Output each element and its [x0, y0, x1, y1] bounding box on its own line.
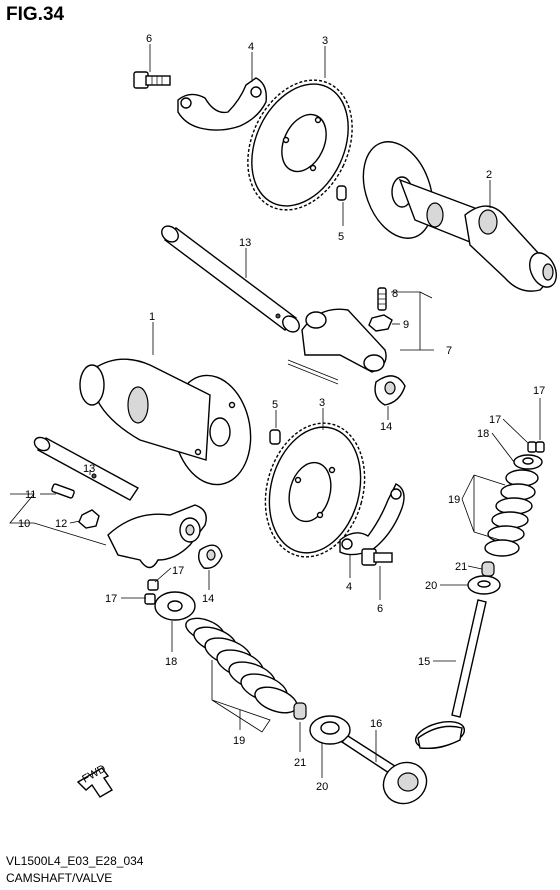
callout-17-lower-top: 17: [172, 565, 184, 577]
dowel-pin-part-5-lower: [269, 429, 281, 445]
rocker-shaft-part-13-upper: [161, 225, 300, 333]
callout-19-lower: 19: [233, 735, 245, 747]
valve-cotter-part-17-lower: [144, 579, 159, 605]
spring-seat-part-20-lower: [309, 715, 351, 745]
valve-spring-part-19-right: [484, 469, 539, 557]
retainer-plate-part-4-upper: [177, 77, 267, 131]
bolt-part-6-lower: [361, 548, 393, 566]
bolt-part-6-upper: [133, 71, 171, 89]
cam-sprocket-part-3-upper: [247, 79, 353, 211]
callout-8: 8: [392, 288, 398, 300]
callout-2: 2: [486, 169, 492, 181]
rocker-arm-part-10-lower: [107, 504, 207, 569]
camshaft-part-1: [79, 358, 252, 486]
callout-10: 10: [18, 518, 30, 530]
valve-spring-part-19-lower: [185, 617, 298, 714]
callout-3-lower: 3: [319, 397, 325, 409]
callout-3-upper: 3: [322, 35, 328, 47]
leader-lines: [9, 44, 541, 778]
spring-retainer-part-18-right: [513, 454, 543, 470]
callout-21-right: 21: [455, 561, 467, 573]
callout-5-upper: 5: [338, 231, 344, 243]
exploded-parts-diagram: FWD: [9, 33, 557, 805]
callout-11: 11: [25, 489, 36, 501]
callout-14-lower: 14: [202, 593, 214, 605]
adjusting-screw-part-11: [51, 483, 75, 499]
lock-nut-part-12: [78, 509, 100, 529]
callout-6-upper: 6: [146, 33, 152, 45]
rocker-shaft-part-13-lower: [33, 436, 140, 501]
model-code: VL1500L4_E03_E28_034: [6, 854, 144, 868]
callout-18-lower: 18: [165, 656, 177, 668]
lock-nut-part-9: [368, 314, 393, 332]
callout-12: 12: [55, 518, 67, 530]
intake-valve-part-15: [414, 599, 487, 750]
adjusting-screw-part-8: [377, 287, 387, 311]
part-callouts: 6 4 3 2 5 13 8 9 7 1 5 3 14 17 17 18 13 …: [18, 33, 545, 793]
shim-part-14-lower: [197, 544, 223, 569]
valve-cotter-part-17-right: [527, 441, 545, 453]
spring-seat-part-20-right: [467, 575, 501, 595]
callout-6-lower: 6: [377, 603, 383, 615]
callout-4-lower: 4: [346, 581, 352, 593]
forward-direction-arrow: FWD: [76, 763, 113, 798]
callout-9: 9: [403, 319, 409, 331]
cam-sprocket-part-3-lower: [264, 422, 366, 558]
callout-16: 16: [370, 718, 382, 730]
callout-20-lower: 20: [316, 781, 328, 793]
shim-part-14-upper: [374, 375, 406, 406]
callout-21-lower: 21: [294, 757, 306, 769]
callout-17-lower-side: 17: [105, 593, 117, 605]
callout-5-lower: 5: [272, 399, 278, 411]
callout-14-upper: 14: [380, 421, 392, 433]
callout-15: 15: [418, 656, 430, 668]
valve-stem-seal-part-21-lower: [293, 702, 307, 720]
valve-stem-seal-part-21-right: [481, 561, 495, 577]
callout-7: 7: [446, 345, 452, 357]
callout-4-upper: 4: [248, 41, 254, 53]
callout-13-upper: 13: [239, 237, 251, 249]
figure-title: FIG.34: [6, 4, 65, 25]
dowel-pin-part-5-upper: [336, 185, 347, 201]
callout-20-right: 20: [425, 580, 437, 592]
camshaft-part-2: [362, 141, 557, 292]
section-name: CAMSHAFT/VALVE: [6, 871, 113, 885]
callout-1: 1: [149, 311, 155, 323]
spring-retainer-part-18-lower: [154, 591, 196, 621]
callout-13-lower: 13: [83, 463, 95, 475]
callout-18-right: 18: [477, 428, 489, 440]
callout-17-right-side: 17: [489, 414, 501, 426]
rocker-arm-part-7-upper: [287, 308, 387, 385]
callout-17-right-top: 17: [533, 385, 545, 397]
callout-19-right: 19: [448, 494, 460, 506]
exhaust-valve-part-16: [340, 735, 428, 805]
